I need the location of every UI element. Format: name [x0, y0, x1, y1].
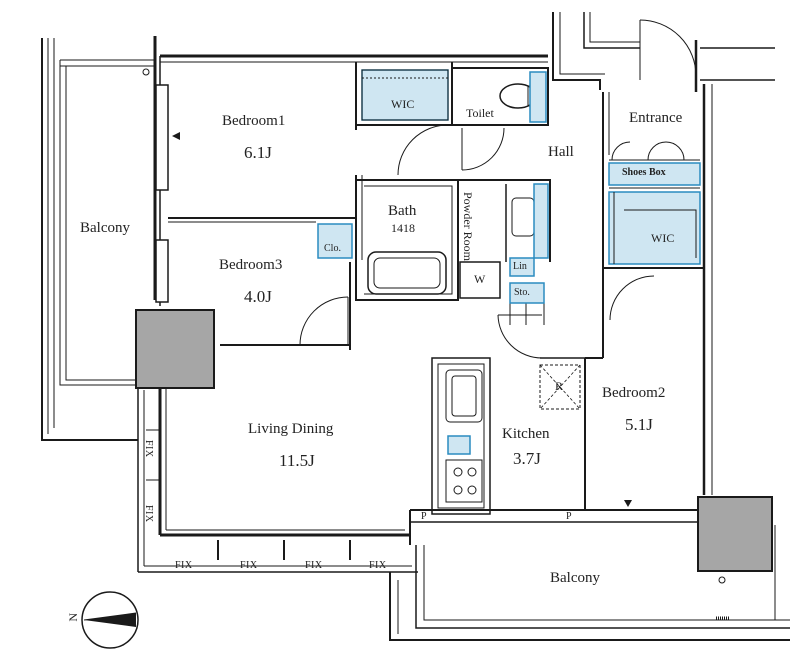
column-east — [697, 496, 773, 572]
west-balcony-outline — [41, 38, 138, 441]
shoes-box-fill — [608, 162, 701, 186]
compass-icon — [81, 591, 139, 649]
powder-shelf-fill — [533, 183, 549, 259]
wic2-fill — [608, 191, 701, 265]
toilet-shelf-fill — [529, 71, 547, 123]
sto-fill — [509, 282, 545, 304]
column-west — [135, 309, 215, 389]
sink-fill — [447, 435, 471, 455]
lin-fill — [509, 257, 535, 277]
clo-fill — [317, 223, 353, 259]
